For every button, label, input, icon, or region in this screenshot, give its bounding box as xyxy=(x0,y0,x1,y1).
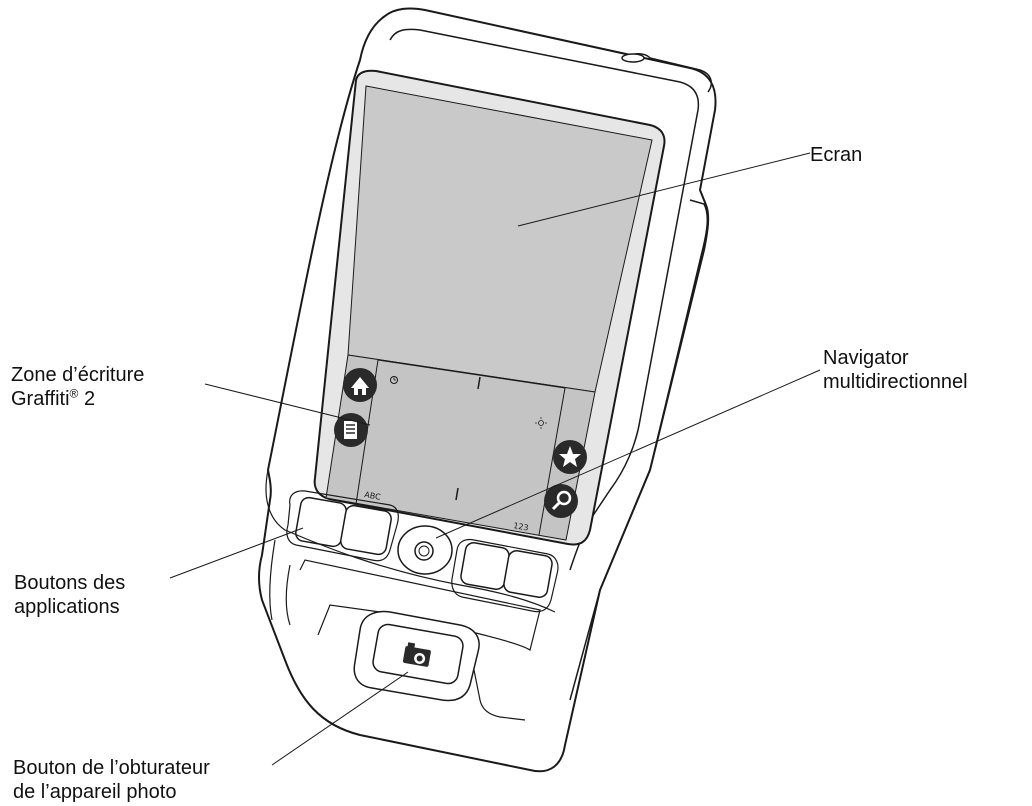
app-button-1[interactable] xyxy=(295,496,348,548)
callout-navigator-line2: multidirectionnel xyxy=(823,371,968,393)
leader-app-buttons xyxy=(169,527,304,579)
graffiti-letters-label: ABC xyxy=(364,490,382,502)
callout-shutter-line1: Bouton de l’obturateur xyxy=(13,757,210,779)
callout-navigator-line1: Navigator xyxy=(823,347,909,369)
callout-graffiti-version: 2 xyxy=(78,388,96,410)
camera-icon[interactable] xyxy=(402,642,432,667)
leader-graffiti xyxy=(204,383,371,426)
lower-body-contour xyxy=(265,469,556,613)
callout-screen-line1: Ecran xyxy=(810,144,863,166)
callout-screen: Ecran xyxy=(810,143,862,167)
stylus-cap xyxy=(621,53,645,63)
app-buttons-left-housing xyxy=(286,490,399,562)
app-buttons-right-housing xyxy=(451,538,559,613)
favorites-star-icon[interactable] xyxy=(553,440,587,474)
graffiti-center-tick-top xyxy=(477,376,481,390)
callout-graffiti-line2: Graffiti® 2 xyxy=(11,387,144,411)
leader-navigator xyxy=(435,369,821,539)
callout-graffiti-registered: ® xyxy=(69,386,79,401)
callout-navigator: Navigator multidirectionnel xyxy=(823,346,968,394)
callout-graffiti-line1: Zone d’écriture xyxy=(11,364,145,386)
navigator-center-icon[interactable] xyxy=(414,541,434,561)
lower-body-left xyxy=(269,539,291,626)
app-button-4[interactable] xyxy=(503,549,554,598)
callout-graffiti: Zone d’écriture Graffiti® 2 xyxy=(11,363,144,411)
find-icon[interactable] xyxy=(544,484,578,518)
app-button-3[interactable] xyxy=(460,541,511,590)
callout-graffiti-word: Graffiti xyxy=(11,388,70,410)
navigator-control[interactable] xyxy=(397,525,453,575)
graffiti-right-divider xyxy=(538,387,566,536)
brightness-icon[interactable] xyxy=(535,417,547,429)
app-button-2[interactable] xyxy=(340,504,393,556)
leader-shutter xyxy=(271,671,409,766)
callout-app-buttons-line2: applications xyxy=(14,596,120,618)
callout-shutter: Bouton de l’obturateur de l’appareil pho… xyxy=(13,756,210,804)
callout-shutter-line2: de l’appareil photo xyxy=(13,781,177,803)
graffiti-numbers-label: 123 xyxy=(513,521,530,533)
lower-body-right xyxy=(469,649,526,721)
graffiti-center-tick-bottom xyxy=(455,487,459,501)
callout-app-buttons-line1: Boutons des xyxy=(14,572,126,594)
callout-app-buttons: Boutons des applications xyxy=(14,571,125,619)
side-panel xyxy=(569,199,709,701)
clock-icon[interactable] xyxy=(390,376,398,384)
menu-icon[interactable] xyxy=(334,413,368,447)
graffiti-top-line xyxy=(377,359,566,389)
home-icon[interactable] xyxy=(343,368,377,402)
leader-screen xyxy=(517,152,811,227)
